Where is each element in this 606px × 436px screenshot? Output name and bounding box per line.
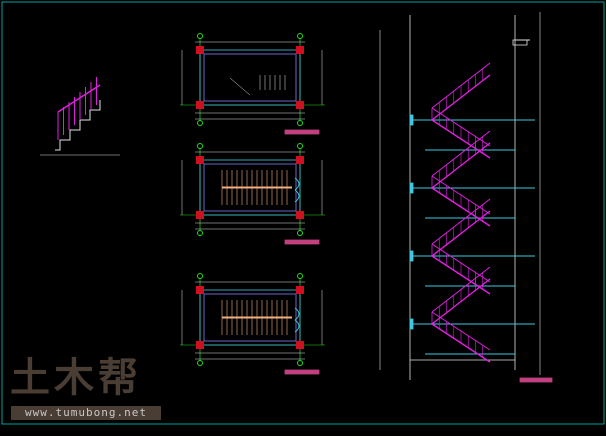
axis-bubble	[297, 273, 303, 279]
watermark-url: www.tumubong.net	[11, 406, 161, 420]
plan-title	[284, 129, 320, 135]
window	[409, 250, 414, 262]
plan-title	[284, 369, 320, 375]
window	[409, 114, 414, 126]
column	[296, 156, 304, 164]
column	[196, 211, 204, 219]
column	[296, 46, 304, 54]
stair-detail-steps	[55, 100, 101, 151]
axis-bubble	[297, 120, 303, 126]
axis-bubble	[297, 230, 303, 236]
axis-bubble	[197, 143, 203, 149]
drawing-frame	[1, 1, 605, 425]
axis-bubble	[197, 33, 203, 39]
door-swing	[294, 177, 300, 203]
column	[296, 286, 304, 294]
plan-wall	[199, 49, 301, 106]
handrail	[431, 62, 491, 109]
plan-wall	[199, 159, 301, 216]
axis-bubble	[197, 120, 203, 126]
column	[296, 341, 304, 349]
handrail	[431, 243, 491, 283]
axis-bubble	[297, 143, 303, 149]
column	[296, 101, 304, 109]
handrail	[431, 107, 491, 147]
axis-bubble	[297, 33, 303, 39]
handrail	[431, 130, 491, 177]
watermark-logo: 土木帮	[10, 355, 142, 401]
handrail	[431, 198, 491, 245]
plan-title	[284, 239, 320, 245]
window	[409, 182, 414, 194]
plan-inner-wall	[203, 293, 297, 342]
plan-wall	[199, 289, 301, 346]
plan-inner-wall	[203, 163, 297, 212]
axis-bubble	[197, 273, 203, 279]
column	[296, 211, 304, 219]
handrail	[431, 175, 491, 215]
break-line	[229, 77, 251, 96]
detail-handrail	[57, 84, 101, 113]
axis-bubble	[297, 360, 303, 366]
roof-beam	[512, 39, 528, 46]
plan-inner-wall	[203, 53, 297, 102]
handrail	[431, 266, 491, 313]
column	[196, 101, 204, 109]
column	[196, 156, 204, 164]
column	[196, 46, 204, 54]
section-title	[519, 377, 553, 383]
column	[196, 286, 204, 294]
handrail	[431, 311, 491, 351]
door-swing	[294, 307, 300, 333]
column	[196, 341, 204, 349]
axis-bubble	[197, 230, 203, 236]
axis-bubble	[197, 360, 203, 366]
window	[409, 318, 414, 330]
